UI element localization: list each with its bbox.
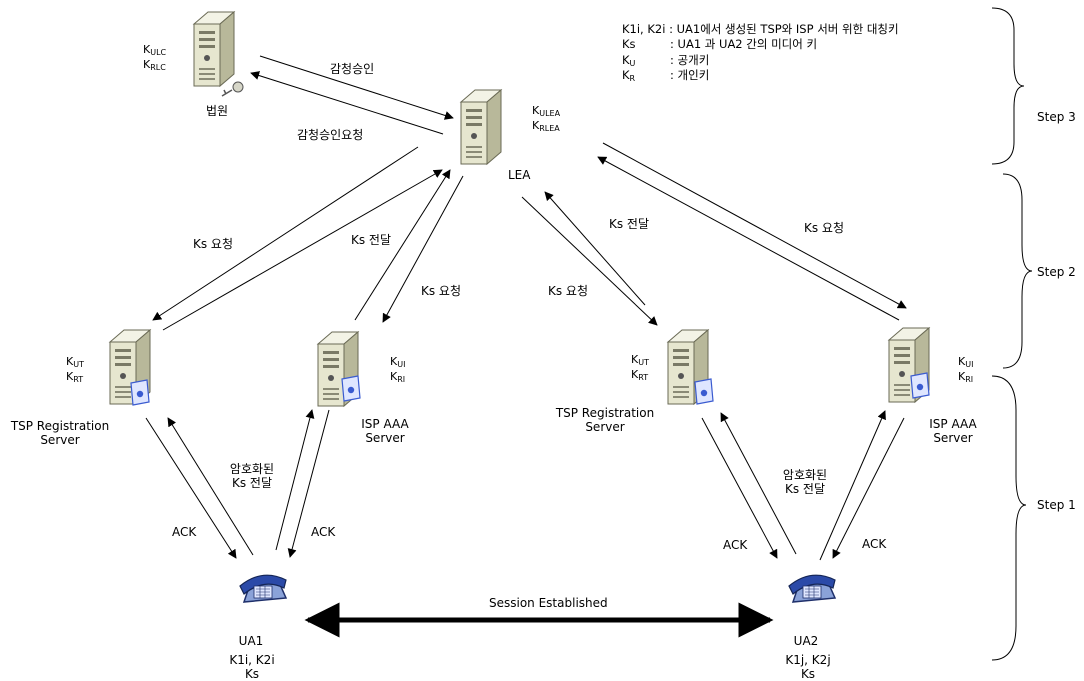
- tsp-left-server-icon: [109, 329, 151, 406]
- edge-label-session-established: Session Established: [489, 596, 608, 610]
- step3-label: Step 3: [1037, 110, 1076, 124]
- legend-desc-ks: : UA1 과 UA2 간의 미디어 키: [670, 37, 818, 52]
- arrow-ack-left-isp: [287, 409, 330, 558]
- ua1-label: UA1: [238, 634, 264, 648]
- ua1-phone-icon: [239, 574, 287, 603]
- legend-key-ks: Ks: [622, 37, 636, 52]
- arrow-encrypted-ks-right-tsp: [720, 412, 797, 555]
- arrow-ks-request-isp-left: [382, 175, 464, 323]
- arrow-ks-delivery-isp-left: [354, 169, 451, 321]
- arrow-ack-right-tsp: [701, 417, 778, 559]
- court-label: 법원: [206, 104, 229, 118]
- lea-server-icon: [460, 89, 502, 165]
- tsp-left-keys: KUT KRT: [66, 355, 84, 384]
- legend-row-ku: KU : 공개키: [622, 53, 899, 68]
- ua2-label: UA2: [793, 634, 819, 648]
- arrow-ks-request-isp-right: [597, 156, 900, 321]
- step2-label: Step 2: [1037, 265, 1076, 279]
- isp-right-keys: KUI KRI: [958, 355, 974, 384]
- arrow-ks-request-tsp-left: [152, 146, 419, 321]
- tsp-right-keys: KUT KRT: [631, 353, 649, 382]
- legend-desc-ku: : 공개키: [670, 52, 710, 67]
- court-server-icon: [193, 11, 235, 87]
- isp-left-keys: KUI KRI: [390, 355, 406, 384]
- arrow-encrypted-ks-left-tsp: [167, 417, 254, 556]
- edge-label-ks-request-tsp-right: Ks 요청: [548, 284, 589, 298]
- arrow-ack-right-isp: [832, 417, 905, 559]
- edge-label-ack-right-isp: ACK: [862, 537, 887, 551]
- arrow-encrypted-ks-right-isp: [819, 410, 886, 561]
- arrow-ks-delivery-tsp-left: [162, 169, 443, 331]
- edge-label-ack-left-isp: ACK: [311, 525, 336, 539]
- edge-label-approval-request: 감청승인요청: [297, 128, 364, 142]
- court-keys: KULC KRLC: [143, 43, 167, 72]
- arrow-ks-delivery-tsp-right: [544, 191, 646, 306]
- edge-label-ks-delivery-tsp-right: Ks 전달: [609, 217, 650, 231]
- step3-brace: [991, 7, 1025, 165]
- legend-key-kr: KR: [622, 67, 636, 83]
- lea-keys: KULEA KRLEA: [532, 104, 561, 133]
- legend-row-k1i: K1i, K2i : UA1에서 생성된 TSP와 ISP 서버 위한 대칭키: [622, 22, 899, 37]
- edge-label-ks-request-isp-left: Ks 요청: [421, 284, 462, 298]
- tsp-right-server-icon: [667, 329, 714, 405]
- edge-label-ks-delivery-isp-left: Ks 전달: [351, 233, 392, 247]
- arrow-ack-left-tsp: [145, 417, 237, 559]
- legend: K1i, K2i : UA1에서 생성된 TSP와 ISP 서버 위한 대칭키 …: [622, 22, 899, 83]
- isp-right-server-icon: [888, 327, 930, 403]
- edge-label-ack-left-tsp: ACK: [172, 525, 197, 539]
- arrow-encrypted-ks-left-isp: [275, 409, 315, 551]
- legend-desc-kr: : 개인키: [670, 67, 710, 82]
- step2-brace: [1002, 173, 1033, 369]
- step1-brace: [991, 375, 1027, 661]
- isp-left-server-icon: [317, 331, 361, 407]
- edge-label-ack-right-tsp: ACK: [723, 538, 748, 552]
- edge-label-approval: 감청승인: [330, 62, 375, 76]
- court-key-icon: [221, 81, 244, 97]
- lea-label: LEA: [508, 168, 531, 182]
- arrow-approval-request: [250, 71, 444, 135]
- ua2-phone-icon: [788, 574, 836, 603]
- arrow-ks-delivery-isp-right: [602, 142, 907, 309]
- arrow-approval: [259, 55, 454, 120]
- legend-row-ks: Ks : UA1 과 UA2 간의 미디어 키: [622, 37, 899, 52]
- step1-label: Step 1: [1037, 498, 1076, 512]
- legend-text-k1i: K1i, K2i : UA1에서 생성된 TSP와 ISP 서버 위한 대칭키: [622, 22, 899, 36]
- legend-row-kr: KR : 개인키: [622, 68, 899, 83]
- edge-label-ks-request-isp-right: Ks 요청: [804, 221, 845, 235]
- legend-key-ku: KU: [622, 52, 636, 68]
- edge-label-ks-request-tsp-left: Ks 요청: [193, 237, 234, 251]
- arrow-ks-request-tsp-right: [521, 196, 658, 326]
